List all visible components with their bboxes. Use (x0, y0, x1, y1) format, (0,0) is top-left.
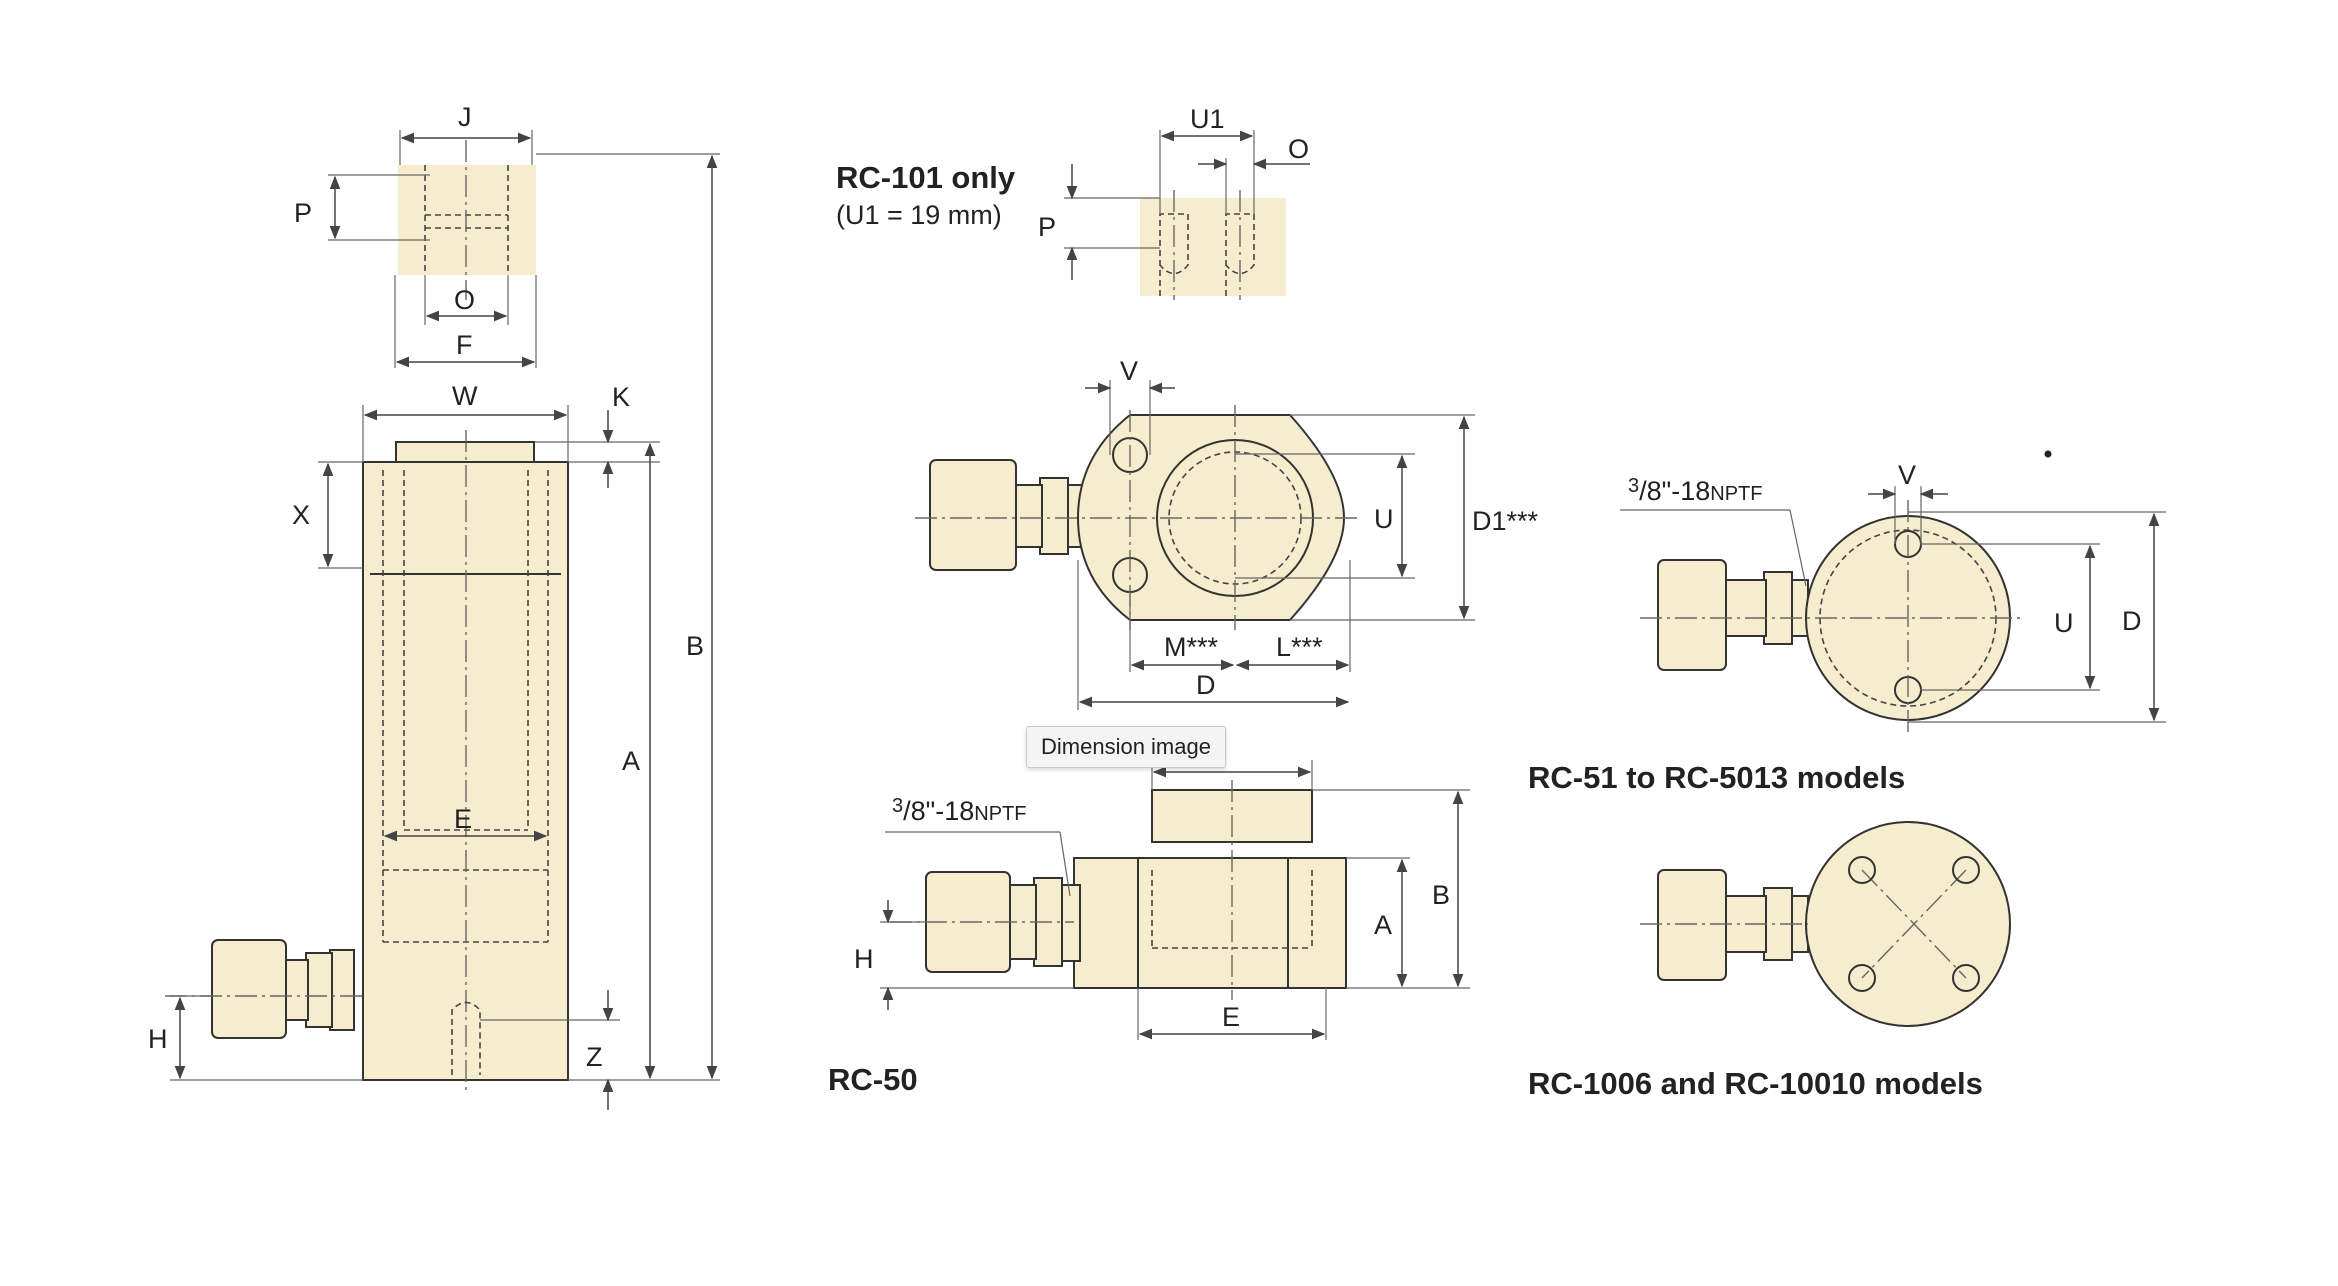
top-dim-u: U (1374, 504, 1394, 534)
rc50-dim-e: E (1222, 1002, 1240, 1032)
rc51-nptf-num: 3 (1628, 475, 1639, 497)
top-dim-d1: D1*** (1472, 506, 1539, 536)
rc51-dim-v: V (1898, 460, 1916, 490)
rc50-title: RC-50 (828, 1062, 918, 1097)
top-dim-m: M*** (1164, 632, 1219, 662)
dim-label-f: F (456, 330, 473, 360)
top-dim-l: L*** (1276, 632, 1323, 662)
rc50-dim-a: A (1374, 910, 1392, 940)
top-dim-d: D (1196, 670, 1216, 700)
rc101-title: RC-101 only (836, 160, 1016, 195)
dim-label-p: P (294, 198, 312, 228)
rc101-subtitle: (U1 = 19 mm) (836, 200, 1002, 230)
top-view-group: V U D1*** M*** L*** D (915, 356, 1539, 710)
rc50-nptf-main: /8"-18 (903, 796, 974, 826)
rc101-dim-p: P (1038, 212, 1056, 242)
dim-label-j: J (458, 102, 472, 132)
rc51-nptf-main: /8"-18 (1639, 476, 1710, 506)
rc1006-title: RC-1006 and RC-10010 models (1528, 1066, 1983, 1101)
rc51-dim-u: U (2054, 608, 2074, 638)
rc50-dim-h: H (854, 944, 874, 974)
rc101-dim-u1: U1 (1190, 104, 1225, 134)
rc50-nptf-label: 3/8"-18NPTF (892, 795, 1026, 826)
dimension-image-tooltip: Dimension image (1026, 726, 1226, 768)
cylinder-side-body (165, 430, 569, 1090)
rc51-dim-d: D (2122, 606, 2142, 636)
rc101-dim-o: O (1288, 134, 1309, 164)
dim-label-e: E (454, 804, 472, 834)
rc1006-group: RC-1006 and RC-10010 models (1528, 821, 2011, 1101)
rc101-detail-group: RC-101 only (U1 = 19 mm) U1 O P (836, 104, 1310, 300)
rc51-nptf-label: 3/8"-18NPTF (1628, 475, 1762, 506)
side-view-group: J P O F (148, 102, 720, 1110)
rc50-dim-b: B (1432, 880, 1450, 910)
rc50-group: 3/8"-18NPTF B A H E RC-50 (828, 760, 1470, 1097)
rc51-title: RC-51 to RC-5013 models (1528, 760, 1905, 795)
rc50-nptf-num: 3 (892, 795, 903, 817)
dim-label-o: O (454, 285, 475, 315)
stray-dot (2044, 450, 2052, 458)
rc51-group: 3/8"-18NPTF V U D RC-51 to RC-5013 model… (1528, 450, 2166, 795)
dim-label-k: K (612, 382, 630, 412)
rc50-nptf-unit: NPTF (974, 803, 1026, 825)
dim-label-w: W (452, 381, 478, 411)
top-dim-v: V (1120, 356, 1138, 386)
dim-label-x: X (292, 500, 310, 530)
plunger-top-detail: J P O F (294, 102, 537, 368)
dim-label-z: Z (586, 1042, 603, 1072)
dim-label-a: A (622, 746, 640, 776)
dim-label-h: H (148, 1024, 168, 1054)
dim-label-b: B (686, 631, 704, 661)
rc51-nptf-unit: NPTF (1710, 483, 1762, 505)
